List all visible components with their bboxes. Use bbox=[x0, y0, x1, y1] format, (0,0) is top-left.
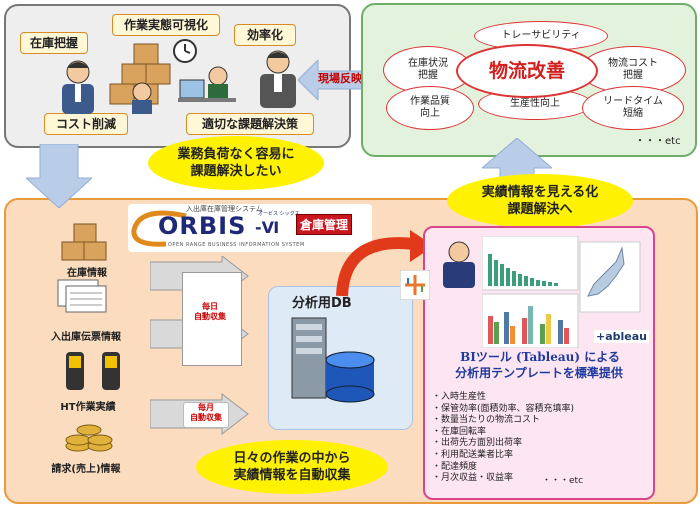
metric-item: ・配達頻度 bbox=[432, 461, 478, 472]
database-server-icon bbox=[291, 317, 375, 403]
db-title: 分析用DB bbox=[292, 296, 352, 311]
tag-efficiency: 効率化 bbox=[234, 24, 296, 46]
tag-cost-reduction: コスト削減 bbox=[44, 113, 128, 135]
top-right-etc: ・・・etc bbox=[635, 136, 681, 147]
source-stock-info: 在庫情報 bbox=[67, 268, 107, 279]
item-lead-time: リードタイム 短縮 bbox=[582, 86, 684, 130]
metric-item: ・数量当たりの物流コスト bbox=[432, 415, 541, 426]
logo-subtitle: OPEN RANGE BUSINESS INFORMATION SYSTEM bbox=[168, 242, 305, 248]
visualize-results-bubble: 実績情報を見える化 課題解決へ bbox=[447, 174, 633, 228]
logistics-improvement-center: 物流改善 bbox=[456, 44, 598, 98]
logo-tagline: 入出庫在庫管理システム bbox=[186, 205, 263, 213]
orbis-logo: 入出庫在庫管理システム ORBIS -Ⅵ オービス シックス 倉庫管理 OPEN… bbox=[128, 204, 372, 252]
auto-collect-bubble: 日々の作業の中から 実績情報を自動収集 bbox=[196, 440, 388, 494]
bi-metrics-list: ・入時生産性 ・保管効率(面積効率、容積充填率) ・数量当たりの物流コスト ・在… bbox=[432, 392, 574, 485]
feedback-label: 現場反映 bbox=[318, 72, 362, 85]
tag-problem-solving: 適切な課題解決策 bbox=[186, 113, 314, 135]
db-to-bi-arrow bbox=[336, 230, 434, 297]
logo-badge: 倉庫管理 bbox=[296, 214, 353, 235]
metric-item: ・利用配送業者比率 bbox=[432, 449, 514, 460]
tableau-brand: +ableau bbox=[594, 330, 649, 343]
orbis-swoosh-icon bbox=[131, 210, 187, 247]
logo-reading: オービス シックス bbox=[258, 211, 300, 217]
bi-title: BIツール (Tableau) による bbox=[460, 350, 620, 364]
desk-worker-illustration bbox=[178, 66, 236, 102]
worried-worker-illustration bbox=[62, 60, 94, 114]
tableau-dashboard-preview bbox=[482, 236, 641, 348]
tag-inventory: 在庫把握 bbox=[20, 32, 88, 54]
down-arrow bbox=[26, 144, 92, 208]
stock-boxes-icon bbox=[61, 223, 107, 261]
source-slip-info: 入出庫伝票情報 bbox=[51, 332, 121, 343]
daily-collect-label: 毎日 自動収集 bbox=[188, 302, 232, 326]
handheld-terminal-icon bbox=[66, 352, 120, 390]
bi-subtitle: 分析用テンプレートを標準提供 bbox=[455, 366, 623, 380]
slip-documents-icon bbox=[57, 279, 107, 313]
feedback-arrow bbox=[298, 60, 362, 100]
coins-icon bbox=[65, 424, 113, 452]
logo-name: ORBIS bbox=[158, 212, 247, 240]
clock-icon bbox=[173, 39, 197, 63]
metric-item: ・入時生産性 bbox=[432, 392, 487, 402]
metric-item: ・保管効率(面積効率、容積充填率) bbox=[432, 403, 575, 414]
item-work-quality: 作業品質 向上 bbox=[386, 86, 474, 130]
metric-item: ・出荷先方面別出荷率 bbox=[432, 438, 523, 449]
bi-etc: ・・・etc bbox=[542, 476, 584, 486]
office-worker-illustration bbox=[260, 50, 296, 108]
metric-item: ・月次収益・収益率 bbox=[432, 473, 514, 484]
tag-visualize: 作業実態可視化 bbox=[112, 14, 220, 36]
analyst-avatar bbox=[443, 241, 475, 288]
monthly-collect-label: 毎月 自動収集 bbox=[183, 402, 229, 428]
source-billing: 請求(売上)情報 bbox=[51, 464, 121, 475]
logo-version: -Ⅵ bbox=[255, 218, 280, 237]
easy-solution-bubble: 業務負荷なく容易に 課題解決したい bbox=[148, 136, 324, 190]
cardboard-boxes-illustration bbox=[109, 43, 171, 114]
tableau-logo-icon bbox=[400, 270, 430, 300]
metric-item: ・在庫回転率 bbox=[432, 426, 487, 437]
source-ht-results: HT作業実績 bbox=[60, 402, 116, 413]
